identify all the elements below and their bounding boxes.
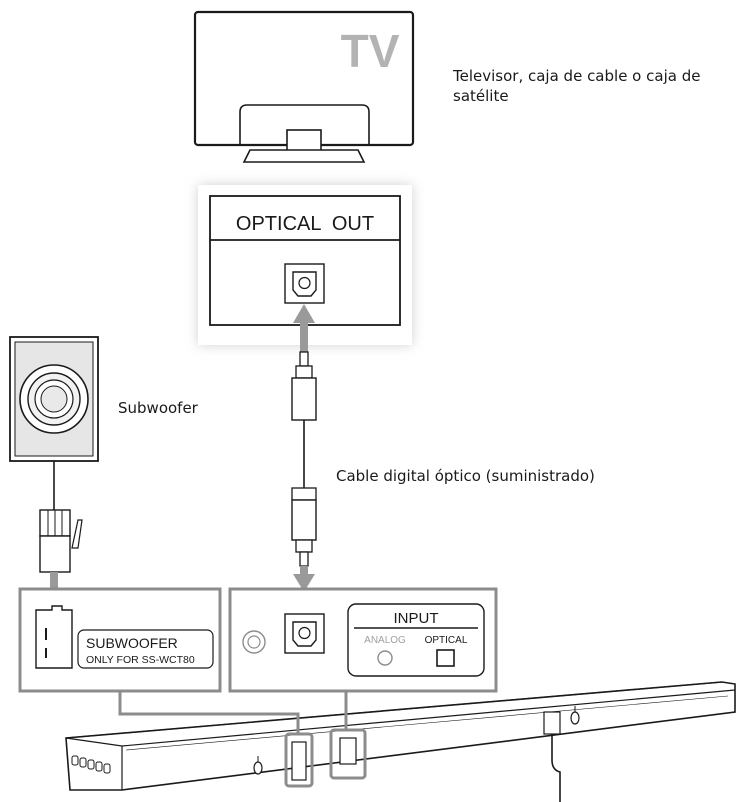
cable-caption: Cable digital óptico (suministrado) — [336, 467, 595, 485]
optical-out-panel: OPTICAL OUT — [198, 185, 412, 345]
callout-highlight-subwoofer — [284, 732, 314, 788]
mount-hole-left — [253, 756, 263, 775]
subwoofer-port-label: SUBWOOFER — [86, 635, 178, 651]
sound-bar-end-vents — [71, 755, 111, 774]
analog-indicator — [377, 650, 393, 666]
callout-lines — [118, 691, 367, 788]
callout-highlight-optical — [329, 728, 367, 780]
tv-illustration: TV — [193, 10, 415, 163]
optical-out-label: OPTICAL OUT — [236, 213, 374, 235]
subwoofer-caption: Subwoofer — [118, 399, 198, 417]
tv-caption: Televisor, caja de cable o caja de satél… — [453, 67, 701, 105]
power-cable — [551, 734, 561, 802]
optical-in-port — [284, 613, 325, 654]
optical-label: OPTICAL — [425, 635, 468, 646]
input-panel: INPUT ANALOG OPTICAL — [228, 587, 498, 693]
tv-logo: TV — [341, 25, 400, 77]
mount-hole-right — [570, 706, 580, 725]
arrow-up-to-tv — [293, 304, 315, 352]
power-jack-recess — [543, 711, 561, 735]
analog-jack — [242, 630, 266, 654]
optical-indicator — [436, 649, 455, 667]
sound-bar — [65, 681, 736, 802]
analog-label: ANALOG — [364, 635, 406, 646]
optical-cable — [291, 304, 317, 592]
subwoofer-out-panel: SUBWOOFER ONLY FOR SS-WCT80 — [18, 587, 222, 693]
subwoofer-port-sublabel: ONLY FOR SS-WCT80 — [86, 654, 195, 666]
subwoofer-illustration — [9, 336, 99, 462]
subwoofer-port — [35, 605, 73, 669]
input-title: INPUT — [394, 610, 439, 627]
arrow-down-to-input — [293, 566, 315, 592]
optical-out-port — [284, 263, 325, 304]
